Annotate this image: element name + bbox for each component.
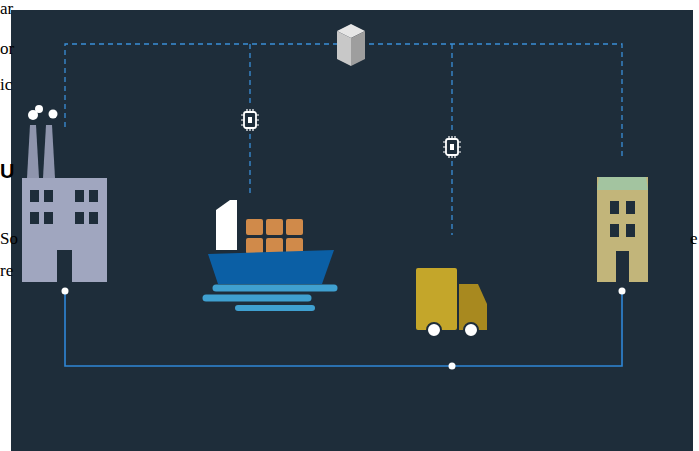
text-fragment: re [0, 262, 13, 280]
junction-dot [62, 288, 69, 295]
wave [238, 305, 312, 311]
building-body [597, 177, 648, 282]
window [30, 212, 39, 224]
containers [246, 219, 303, 254]
chip-core [450, 144, 454, 150]
window [626, 201, 635, 214]
ship-icon [206, 200, 334, 308]
window [89, 190, 98, 202]
text-fragment: ar [0, 0, 13, 18]
truck-box [416, 268, 457, 330]
door [616, 251, 629, 282]
text-fragment: So [0, 230, 18, 248]
container [246, 238, 263, 254]
building-icon [597, 177, 648, 282]
ship-hull [208, 250, 334, 284]
chip-gap [440, 133, 464, 161]
iot-chip [440, 133, 464, 161]
truck-icon [416, 268, 487, 337]
window [44, 212, 53, 224]
window [44, 190, 53, 202]
water [206, 288, 334, 308]
building-roof [597, 177, 648, 190]
window [610, 224, 619, 237]
wheel [427, 323, 441, 337]
chip-core [248, 117, 252, 123]
factory-body [22, 178, 107, 282]
iot-chip [238, 106, 262, 134]
window [75, 212, 84, 224]
window [75, 190, 84, 202]
container [266, 219, 283, 235]
container [286, 219, 303, 235]
chip-body [244, 112, 256, 128]
container [246, 219, 263, 235]
blockchain-cube [337, 24, 365, 66]
factory-icon [22, 105, 107, 282]
ship-bridge [216, 200, 237, 250]
chip-gap [238, 106, 262, 134]
cube-face [351, 31, 365, 66]
chimney [27, 125, 39, 178]
building-windows [610, 201, 635, 282]
solid-wire [65, 291, 622, 366]
chimney [43, 125, 55, 178]
factory-windows [30, 190, 98, 282]
junction-dot [449, 363, 456, 370]
window [89, 212, 98, 224]
dashed-links [65, 44, 622, 235]
window [610, 201, 619, 214]
door [57, 250, 72, 282]
dark-panel [11, 10, 693, 451]
junction-dot [619, 288, 626, 295]
text-fragment: ic [0, 76, 12, 94]
text-fragment: or [0, 40, 14, 58]
cube-face [337, 31, 351, 66]
text-fragment: e [690, 230, 698, 248]
chip-body [446, 139, 458, 155]
window [30, 190, 39, 202]
chip-pins [443, 136, 461, 158]
container [266, 238, 283, 254]
wave [206, 295, 308, 302]
smoke-puff [35, 105, 43, 113]
text-fragment: U [0, 162, 14, 180]
wave [216, 285, 334, 292]
wheel [464, 323, 478, 337]
chip-pins [241, 109, 259, 131]
window [626, 224, 635, 237]
smoke-puff [49, 110, 58, 119]
